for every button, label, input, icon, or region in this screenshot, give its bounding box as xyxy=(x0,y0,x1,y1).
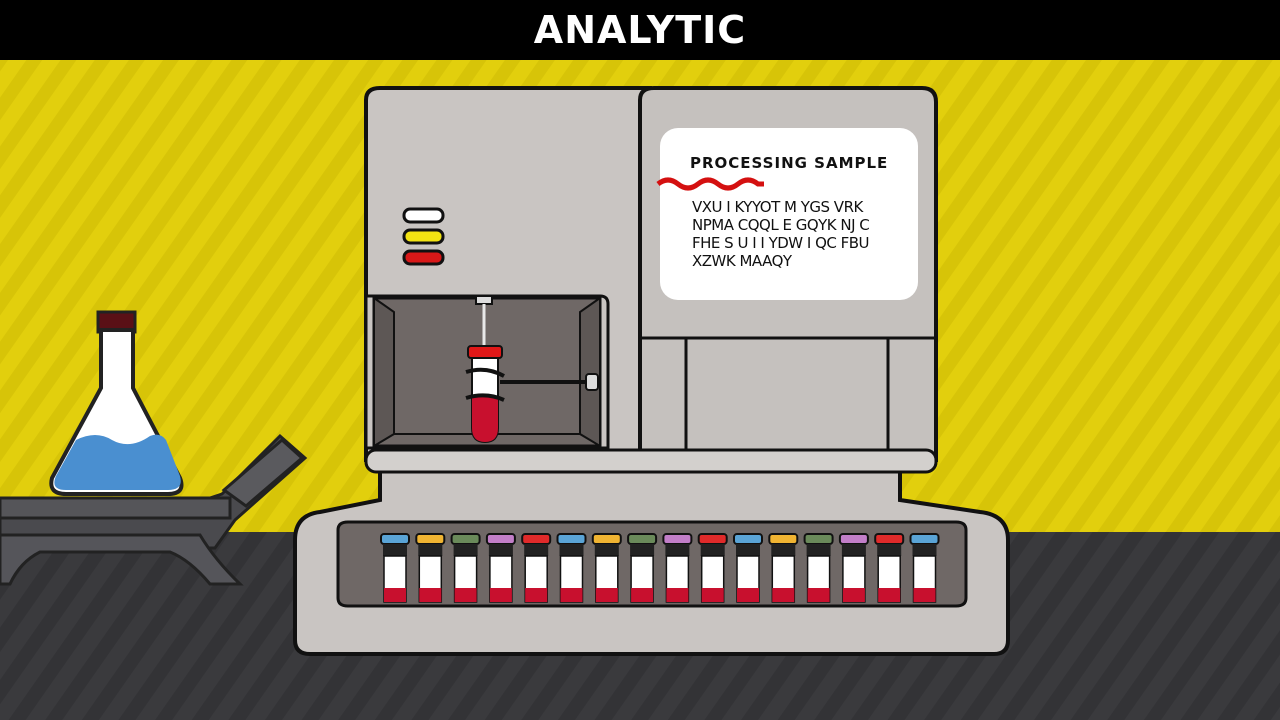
rack-tube xyxy=(415,533,446,603)
flask-icon xyxy=(49,310,184,496)
screen-line: XZWK MAAQY xyxy=(692,252,792,270)
rack-tube xyxy=(521,533,552,603)
rack-tube xyxy=(556,533,587,603)
rack-tube xyxy=(627,533,658,603)
indicator-light-yellow xyxy=(402,228,445,245)
rack-tube xyxy=(768,533,799,603)
rack-tube xyxy=(733,533,763,603)
rack-tube xyxy=(697,533,728,603)
analyzer-machine xyxy=(293,86,1010,656)
rack-tubes xyxy=(380,533,940,603)
sample-tube xyxy=(465,345,505,444)
page-title: ANALYTIC xyxy=(533,8,747,52)
rack-tube xyxy=(909,533,940,603)
microscope xyxy=(0,433,308,586)
display-screen xyxy=(660,128,918,300)
screen-readout: PROCESSING SAMPLE VXU I KYYOT M YGS VRK … xyxy=(660,128,918,300)
title-bar: ANALYTIC xyxy=(0,0,1280,60)
indicator-light-red xyxy=(402,249,445,266)
indicator-light-white xyxy=(402,207,445,224)
rack-tube xyxy=(662,533,693,603)
rack-tube xyxy=(838,533,869,603)
screen-line: FHE S U I I YDW I QC FBU xyxy=(692,234,870,252)
screen-title: PROCESSING SAMPLE xyxy=(690,154,889,172)
screen-line: NPMA CQQL E GQYK NJ C xyxy=(692,216,870,234)
rack-tube xyxy=(803,533,834,603)
rack-tube xyxy=(591,533,622,603)
screen-line: VXU I KYYOT M YGS VRK xyxy=(692,198,863,216)
lab-scene xyxy=(0,60,1280,720)
rack-tube xyxy=(485,533,516,603)
rack-tube xyxy=(450,533,481,603)
rack-tube xyxy=(874,533,905,603)
rack-tube xyxy=(380,533,410,603)
